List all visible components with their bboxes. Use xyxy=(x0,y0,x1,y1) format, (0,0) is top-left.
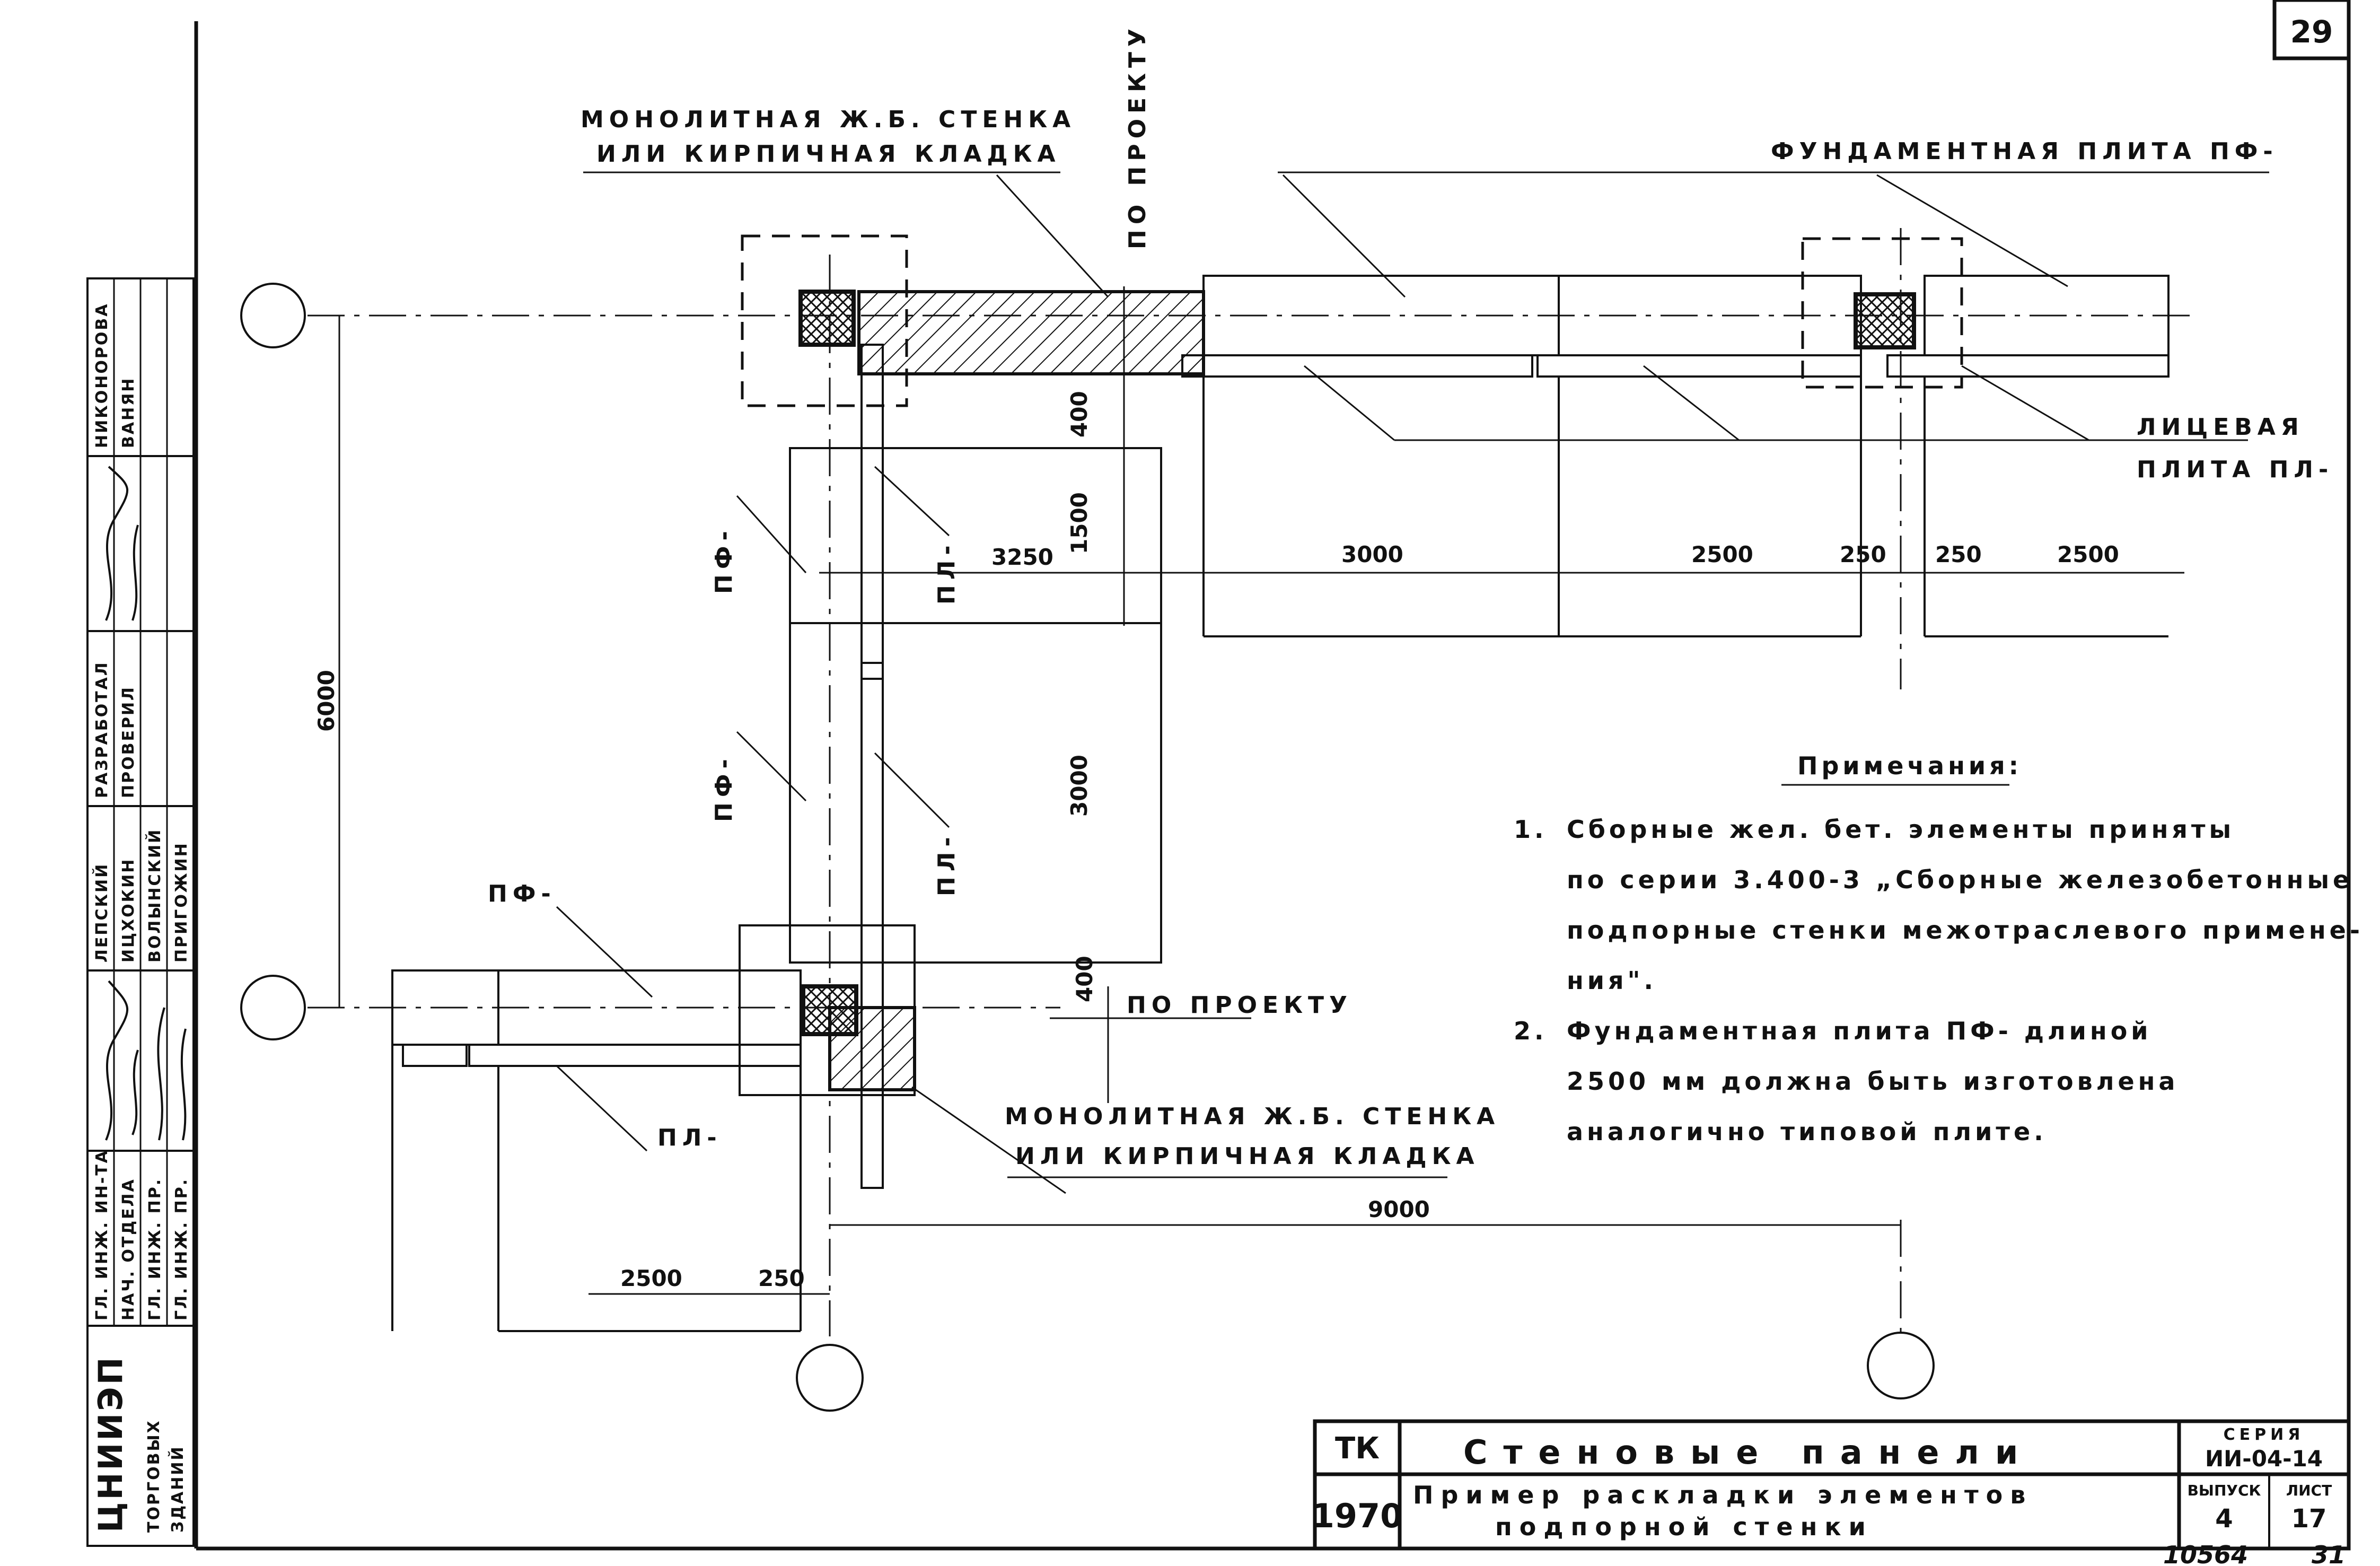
issue-label: ВЫПУСК xyxy=(2188,1482,2261,1499)
dim-3000-h: 3000 xyxy=(1341,541,1403,567)
signature-3 xyxy=(157,1007,165,1141)
dim-400-bottom: 400 xyxy=(1072,956,1097,1002)
monolith-wall-top-line2: ИЛИ КИРПИЧНАЯ КЛАДКА xyxy=(596,141,1061,168)
dim-400-top: 400 xyxy=(1066,391,1092,438)
inventory-number: 10564 xyxy=(2163,1541,2248,1566)
stamp-name2-2: ВАНЯН xyxy=(119,377,138,448)
grid-axes xyxy=(308,228,2190,1336)
by-project-top: ПО ПРОЕКТУ xyxy=(1124,23,1151,249)
pf-label-2: ПФ- xyxy=(710,754,737,822)
dimension-values: 400 1500 3250 3000 2500 250 250 2500 600… xyxy=(313,391,2119,1291)
signature-2 xyxy=(131,1049,139,1135)
leader-lines xyxy=(556,171,2269,1194)
title-block-title: Стеновые панели xyxy=(1463,1433,2034,1472)
dim-250-c: 250 xyxy=(758,1265,805,1291)
note-2-line-3: аналогично типовой плите. xyxy=(1567,1117,2047,1146)
monolith-wall-bottom xyxy=(391,969,916,1332)
sheet-frame xyxy=(194,0,2351,1551)
dim-6000: 6000 xyxy=(313,670,339,732)
stamp-role-2: НАЧ. ОТДЕЛА xyxy=(119,1178,138,1320)
stamp-name-1: ЛЕПСКИЙ xyxy=(92,863,111,963)
stamp-name2-1: НИКОНОРОВА xyxy=(93,303,111,448)
stamp-name-3: ВОЛЫНСКИЙ xyxy=(145,828,164,963)
dim-9000: 9000 xyxy=(1368,1196,1430,1222)
face-slab-line1: ЛИЦЕВАЯ xyxy=(2137,414,2304,441)
stamp-organization-sub-2: ЗДАНИЙ xyxy=(168,1445,187,1533)
stamp-organization: ЦНИИЭП xyxy=(91,1355,130,1533)
pl-label-1: ПЛ- xyxy=(933,540,960,605)
pl-label-3: ПЛ- xyxy=(657,1124,722,1151)
monolith-wall-top-line1: МОНОЛИТНАЯ Ж.Б. СТЕНКА xyxy=(581,106,1076,133)
sheet-value: 17 xyxy=(2291,1504,2327,1534)
dimension-lines xyxy=(338,286,2184,1295)
notes: Примечания: 1. Сборные жел. бет. элемент… xyxy=(1514,751,2364,1146)
dim-3250: 3250 xyxy=(991,544,1053,570)
stamp-role-4: ГЛ. ИНЖ. ПР. xyxy=(172,1178,191,1320)
signature-1 xyxy=(105,980,128,1141)
approval-stamp: ГЛ. ИНЖ. ИН-ТА НАЧ. ОТДЕЛА ГЛ. ИНЖ. ПР. … xyxy=(86,277,195,1547)
issue-value: 4 xyxy=(2215,1504,2233,1534)
labels: МОНОЛИТНАЯ Ж.Б. СТЕНКА ИЛИ КИРПИЧНАЯ КЛА… xyxy=(488,23,2333,1170)
note-2-number: 2. xyxy=(1514,1017,1547,1045)
face-panels-top-right xyxy=(1181,237,2170,637)
title-block-year: 1970 xyxy=(1312,1497,1403,1535)
dim-3000-v: 3000 xyxy=(1066,755,1092,817)
note-1-number: 1. xyxy=(1514,815,1547,844)
pf-label-1: ПФ- xyxy=(710,526,737,594)
pf-label-3: ПФ- xyxy=(488,880,556,907)
notes-title: Примечания: xyxy=(1797,751,2022,780)
title-block-org: ТК xyxy=(1335,1431,1380,1466)
signature-6 xyxy=(131,524,139,621)
signature-5 xyxy=(105,466,128,621)
face-slab-line2: ПЛИТА ПЛ- xyxy=(2137,456,2333,483)
stamp-role2-1: РАЗРАБОТАЛ xyxy=(93,661,111,798)
page-number: 31 xyxy=(2312,1541,2346,1566)
note-1-line-1: Сборные жел. бет. элементы приняты xyxy=(1567,815,2235,844)
dim-250-b: 250 xyxy=(1935,541,1982,567)
title-block: ТК 1970 Стеновые панели Пример раскладки… xyxy=(1312,1419,2351,1551)
stamp-role-3: ГЛ. ИНЖ. ПР. xyxy=(146,1178,164,1320)
dim-250-a: 250 xyxy=(1840,541,1886,567)
dim-2500-b: 2500 xyxy=(2057,541,2119,567)
vertical-wall-panels xyxy=(739,344,1162,1189)
stamp-name-2: ИЦХОКИН xyxy=(119,858,138,963)
note-2-line-1: Фундаментная плита ПФ- длиной xyxy=(1567,1017,2152,1045)
monolith-wall-top xyxy=(741,234,1205,407)
series-value: ИИ-04-14 xyxy=(2205,1446,2323,1472)
stamp-role2-2: ПРОВЕРИЛ xyxy=(119,686,138,798)
signature-4 xyxy=(180,1028,187,1141)
sheet-label: ЛИСТ xyxy=(2286,1482,2332,1499)
pl-label-2: ПЛ- xyxy=(933,832,960,896)
by-project-bottom: ПО ПРОЕКТУ xyxy=(1127,992,1353,1019)
series-label: СЕРИЯ xyxy=(2224,1425,2305,1444)
note-1-line-4: ния". xyxy=(1567,966,1657,995)
title-block-subtitle-1: Пример раскладки элементов xyxy=(1413,1481,2033,1509)
dim-1500: 1500 xyxy=(1066,492,1092,554)
sheet-number: 29 xyxy=(2290,14,2333,50)
monolith-wall-bottom-line2: ИЛИ КИРПИЧНАЯ КЛАДКА xyxy=(1015,1143,1480,1170)
stamp-organization-sub-1: ТОРГОВЫХ xyxy=(145,1419,163,1533)
note-2-line-2: 2500 мм должна быть изготовлена xyxy=(1567,1067,2179,1096)
monolith-wall-bottom-line1: МОНОЛИТНАЯ Ж.Б. СТЕНКА xyxy=(1005,1103,1500,1130)
dim-2500-c: 2500 xyxy=(620,1265,682,1291)
foundation-slab-label: ФУНДАМЕНТНАЯ ПЛИТА ПФ- xyxy=(1771,138,2278,165)
axis-bubbles xyxy=(240,283,1935,1412)
title-block-subtitle-2: подпорной стенки xyxy=(1495,1512,1873,1541)
note-1-line-2: по серии 3.400-3 „Сборные железобетонные xyxy=(1567,865,2353,894)
stamp-role-1: ГЛ. ИНЖ. ИН-ТА xyxy=(93,1149,111,1320)
note-1-line-3: подпорные стенки межотраслевого примене- xyxy=(1567,916,2364,944)
dim-2500-a: 2500 xyxy=(1691,541,1753,567)
stamp-name-4: ПРИГОЖИН xyxy=(172,842,191,963)
